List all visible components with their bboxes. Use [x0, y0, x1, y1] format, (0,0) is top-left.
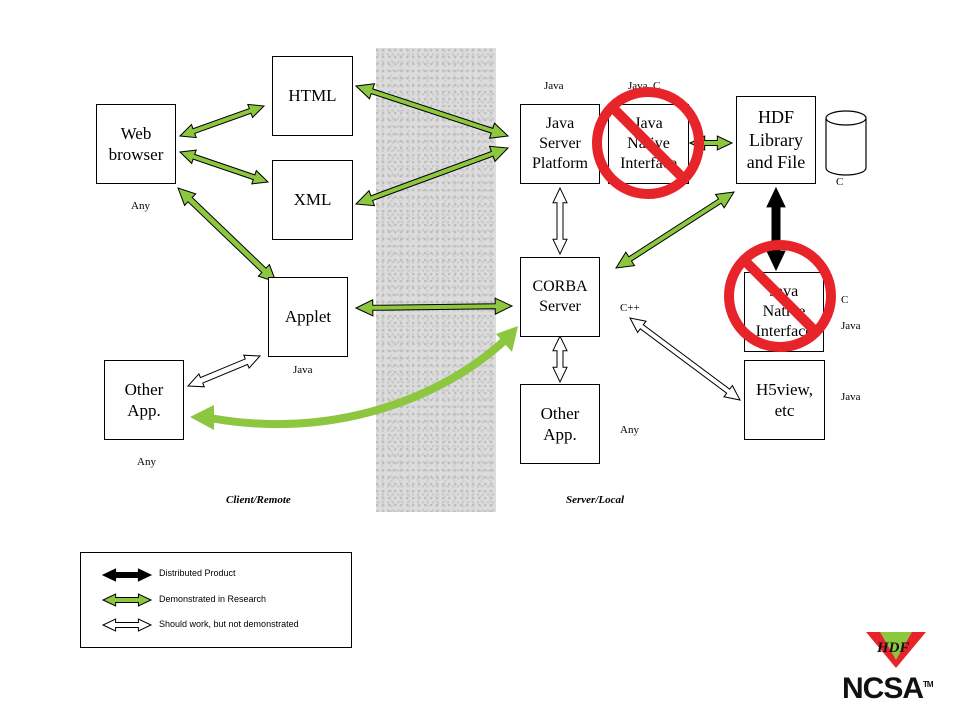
web-browser-box: Web browser [96, 104, 176, 184]
xml-box: XML [272, 160, 353, 240]
label-any-browser: Any [131, 200, 150, 212]
hdf-library-box: HDF Library and File [736, 96, 816, 184]
label-any-server-app: Any [620, 424, 639, 436]
arrow-html-javaserver [354, 83, 510, 139]
html-box: HTML [272, 56, 353, 136]
arrow-browser-xml [178, 149, 270, 185]
label-java-applet: Java [293, 364, 313, 376]
arrow-corba-hdf [615, 191, 735, 269]
java-server-platform-box: Java Server Platform [520, 104, 600, 184]
ncsa-logo: NCSATM [842, 672, 934, 706]
ncsa-trademark: TM [923, 680, 934, 689]
arrow-browser-applet [177, 187, 277, 283]
caption-client-remote: Client/Remote [226, 494, 291, 506]
legend-arrow-distributed [101, 568, 153, 582]
arrow-otherapp-corba-curve [206, 336, 509, 429]
legend-arrows [101, 568, 153, 632]
label-c-plus-plus: C++ [620, 302, 640, 314]
h5view-box: H5view, etc [744, 360, 825, 440]
applet-box: Applet [268, 277, 348, 357]
legend-box: Distributed Product Demonstrated in Rese… [80, 552, 352, 648]
arrow-xml-javaserver [354, 145, 510, 207]
ncsa-logo-text: NCSA [842, 672, 924, 705]
arrow-corba-h5view [629, 317, 741, 401]
arrow-javaserver-corba [552, 186, 568, 256]
legend-arrow-demonstrated [101, 593, 153, 607]
arrowhead-left [190, 405, 214, 430]
arrow-applet-corba [354, 297, 514, 317]
legend-demonstrated: Demonstrated in Research [159, 594, 267, 604]
other-app-client-box: Other App. [104, 360, 184, 440]
arrowhead-right [496, 326, 518, 352]
label-java-h5view: Java [841, 391, 861, 403]
hdf-logo-icon [866, 632, 926, 668]
legend-should-work: Should work, but not demonstrated [159, 619, 299, 629]
arrow-jni-hdf [688, 135, 734, 151]
other-app-server-box: Other App. [520, 384, 600, 464]
java-native-interface-top-box: Java Native Interface [608, 104, 689, 184]
label-c-jni: C [841, 294, 849, 306]
arrow-browser-html [178, 103, 266, 139]
label-java-jni: Java [841, 320, 861, 332]
arrow-otherapp-applet [186, 354, 262, 388]
java-native-interface-bottom-box: Java Native Interface [744, 272, 824, 352]
arrow-hdf-jni [766, 186, 786, 272]
label-any-client-app: Any [137, 456, 156, 468]
legend-arrow-should-work [101, 618, 153, 632]
hdf-logo-text: HDF [877, 640, 910, 656]
label-java-c: Java, C [628, 80, 661, 92]
label-c-file: C [836, 176, 844, 188]
legend-distributed: Distributed Product [159, 568, 236, 578]
label-java-server: Java [544, 80, 564, 92]
arrow-corba-otherapp [552, 334, 568, 384]
corba-server-box: CORBA Server [520, 257, 600, 337]
caption-server-local: Server/Local [566, 494, 625, 506]
